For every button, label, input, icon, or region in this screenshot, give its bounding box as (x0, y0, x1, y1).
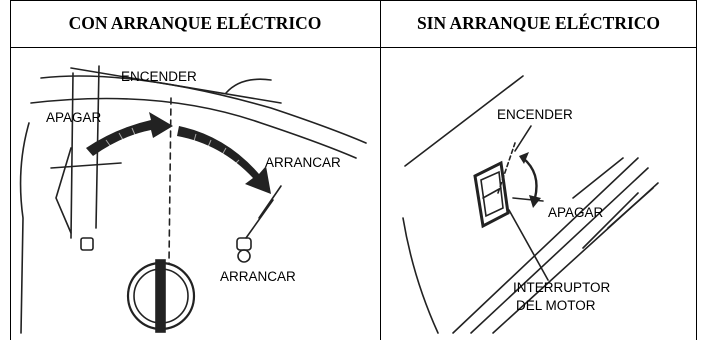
electric-start-illustration (19, 65, 367, 334)
label-encender: ENCENDER (121, 69, 197, 84)
label-arrancar-key: ARRANCAR (220, 269, 296, 284)
column-divider (380, 0, 381, 340)
instruction-table: CON ARRANQUE ELÉCTRICO SIN ARRANQUE ELÉC… (10, 0, 697, 340)
label-interruptor-line1: INTERRUPTOR (513, 280, 611, 295)
table-left-border (10, 0, 11, 340)
header-electric-start: CON ARRANQUE ELÉCTRICO (68, 13, 322, 33)
label-apagar-switch: APAGAR (548, 205, 604, 220)
table-right-border (696, 0, 697, 340)
label-interruptor-line2: DEL MOTOR (516, 298, 596, 313)
table-top-border (10, 0, 697, 1)
header-bottom-border (10, 47, 697, 48)
label-encender-switch: ENCENDER (497, 107, 573, 122)
manual-switch-illustration (402, 75, 659, 334)
label-arrancar-arc: ARRANCAR (265, 155, 341, 170)
header-no-electric-start: SIN ARRANQUE ELÉCTRICO (416, 13, 661, 33)
label-apagar: APAGAR (46, 110, 102, 125)
